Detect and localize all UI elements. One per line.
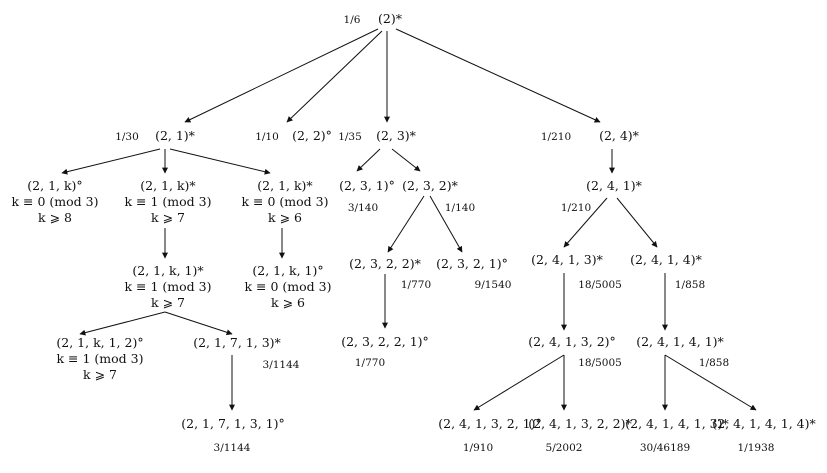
node-21k-b: (2, 1, k)* k ≡ 1 (mod 3) k ⩾ 7 [125, 178, 212, 225]
n2322-fraction: 1/770 [401, 279, 431, 291]
node-21k1-c: (2, 1, k, 1)° k ≡ 0 (mod 3) k ⩾ 6 [245, 263, 332, 310]
n24-label: (2, 4)* [599, 128, 640, 143]
n241321-fraction: 1/910 [463, 442, 493, 454]
n231-label: (2, 3, 1)° [339, 178, 395, 193]
n241321-label: (2, 4, 1, 3, 2, 1)° [438, 416, 541, 431]
edge-root-24 [395, 28, 601, 123]
node-21k1-b: (2, 1, k, 1)* k ≡ 1 (mod 3) k ⩾ 7 [125, 263, 212, 310]
edge-21-a [61, 148, 161, 175]
n24132-label: (2, 4, 1, 3, 2)° [528, 334, 616, 349]
n21k-c-line3: k ⩾ 6 [268, 210, 302, 225]
n21k-c-line1: (2, 1, k)* [257, 178, 313, 193]
n21k12-line1: (2, 1, k, 1, 2)° [56, 335, 143, 350]
root-fraction: 1/6 [344, 14, 361, 26]
n241322-label: (2, 4, 1, 3, 2, 2)* [528, 416, 632, 431]
n24132-fraction: 18/5005 [578, 357, 622, 369]
n21k1-b-line3: k ⩾ 7 [151, 295, 185, 310]
node-21k-c: (2, 1, k)* k ≡ 0 (mod 3) k ⩾ 6 [242, 178, 329, 225]
n21k-a-line2: k ≡ 0 (mod 3) [12, 194, 99, 209]
edge-root-22 [286, 30, 383, 123]
n24-fraction: 1/210 [541, 131, 571, 143]
n241-fraction: 1/210 [561, 202, 591, 214]
edge-232-2321 [429, 195, 463, 253]
n21k1-c-line3: k ⩾ 6 [271, 295, 305, 310]
n241413-fraction: 30/46189 [640, 442, 690, 454]
edge-k1-k12 [79, 311, 166, 336]
n241414-label: (2, 4, 1, 4, 1, 4)* [712, 416, 816, 431]
n2413-fraction: 18/5005 [578, 279, 622, 291]
n232-label: (2, 3, 2)* [402, 178, 459, 193]
n2414-fraction: 1/858 [675, 279, 705, 291]
edge-24141-241414 [664, 354, 757, 411]
n241413-label: (2, 4, 1, 4, 1, 3)* [625, 416, 729, 431]
n21k-b-line1: (2, 1, k)* [140, 178, 196, 193]
n241-label: (2, 4, 1)* [586, 178, 643, 193]
n232-fraction: 1/140 [445, 202, 475, 214]
n21k-c-line2: k ≡ 0 (mod 3) [242, 194, 329, 209]
edge-root-21 [184, 28, 379, 123]
n21k1-b-line1: (2, 1, k, 1)* [132, 263, 204, 278]
edge-k1-713 [164, 311, 233, 336]
edge-241-2414 [616, 197, 658, 248]
n21713-label: (2, 1, 7, 1, 3)* [193, 335, 281, 350]
n21k-a-line3: k ⩾ 8 [38, 210, 72, 225]
n241322-fraction: 5/2002 [546, 442, 583, 454]
n217131-fraction: 3/1144 [214, 442, 251, 454]
n24141-fraction: 1/858 [699, 357, 729, 369]
n21k-b-line3: k ⩾ 7 [151, 210, 185, 225]
n241414-fraction: 1/1938 [738, 442, 775, 454]
edge-23-231 [356, 148, 381, 172]
node-21k12: (2, 1, k, 1, 2)° k ≡ 1 (mod 3) k ⩾ 7 [56, 335, 143, 382]
n21k12-line2: k ≡ 1 (mod 3) [57, 351, 144, 366]
n21k-a-line1: (2, 1, k)° [27, 178, 82, 193]
n23-fraction: 1/35 [338, 131, 362, 143]
edge-24132-241321 [473, 354, 565, 411]
n21k1-b-line2: k ≡ 1 (mod 3) [125, 279, 212, 294]
n2413-label: (2, 4, 1, 3)* [531, 252, 603, 267]
n231-fraction: 3/140 [348, 202, 378, 214]
n23-label: (2, 3)* [376, 128, 417, 143]
n21k1-c-line2: k ≡ 0 (mod 3) [245, 279, 332, 294]
n21-fraction: 1/30 [115, 131, 139, 143]
edges [61, 28, 757, 411]
n21k-b-line2: k ≡ 1 (mod 3) [125, 194, 212, 209]
node-21k-a: (2, 1, k)° k ≡ 0 (mod 3) k ⩾ 8 [12, 178, 99, 225]
n23221-fraction: 1/770 [355, 357, 385, 369]
n23221-label: (2, 3, 2, 2, 1)° [341, 334, 429, 349]
edge-232-2322 [387, 195, 425, 253]
edge-241-2413 [563, 197, 608, 248]
n2322-label: (2, 3, 2, 2)* [349, 256, 421, 271]
n22-fraction: 1/10 [255, 131, 279, 143]
n21-label: (2, 1)* [155, 128, 196, 143]
edge-21-c [169, 148, 271, 175]
n22-label: (2, 2)° [292, 128, 332, 143]
n24141-label: (2, 4, 1, 4, 1)* [636, 334, 724, 349]
root-label: (2)* [378, 11, 403, 26]
n2414-label: (2, 4, 1, 4)* [630, 252, 702, 267]
n2321-fraction: 9/1540 [475, 279, 512, 291]
n21k12-line3: k ⩾ 7 [83, 367, 117, 382]
n2321-label: (2, 3, 2, 1)° [436, 256, 508, 271]
n21k1-c-line1: (2, 1, k, 1)° [252, 263, 323, 278]
n217131-label: (2, 1, 7, 1, 3, 1)° [181, 416, 284, 431]
n21713-fraction: 3/1144 [263, 359, 300, 371]
edge-23-232 [391, 148, 421, 172]
